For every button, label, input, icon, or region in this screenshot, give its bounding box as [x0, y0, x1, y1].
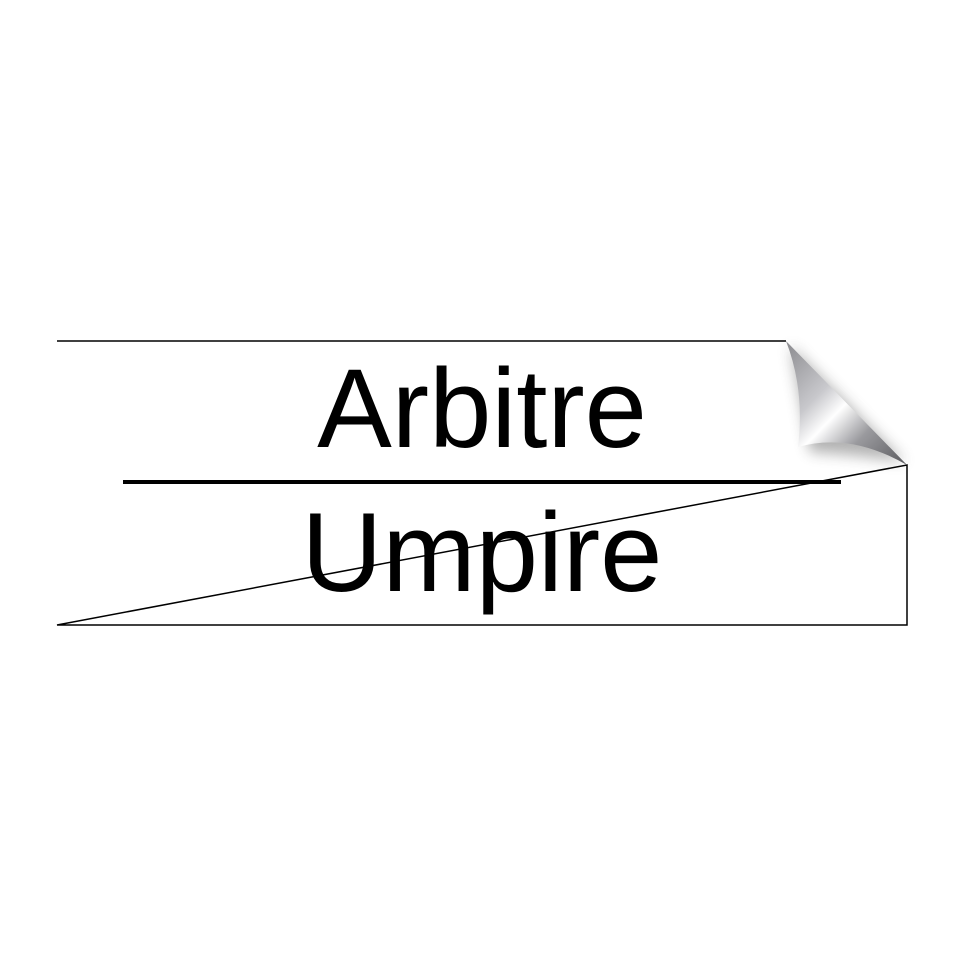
divider-line	[123, 480, 841, 484]
sticker-outline	[56, 340, 908, 626]
sign-text-french: Arbitre	[317, 346, 647, 471]
peel-corner	[786, 341, 907, 465]
sign-text-english: Umpire	[301, 490, 663, 615]
